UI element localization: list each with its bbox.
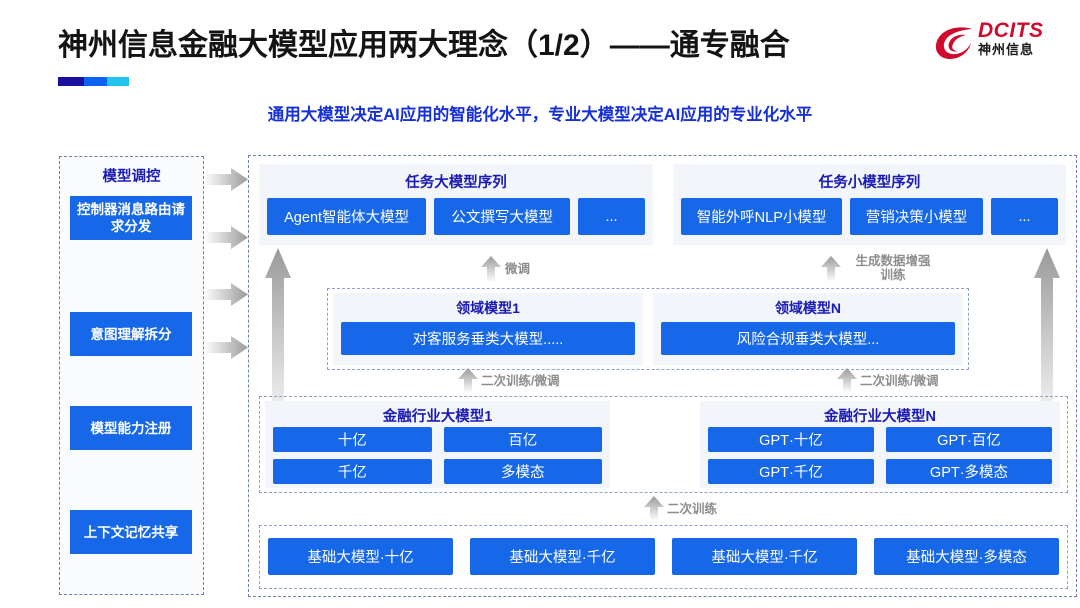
control-column-panel: 模型调控 控制器消息路由请求分发 意图理解拆分 模型能力注册 上下文记忆共享 — [59, 156, 204, 595]
domain-model-n-box[interactable]: 风险合规垂类大模型... — [661, 322, 955, 355]
industry-model-1-title: 金融行业大模型1 — [382, 409, 493, 425]
base-model-boxes: 基础大模型·十亿 基础大模型·千亿 基础大模型·千亿 基础大模型·多模态 — [268, 538, 1059, 575]
flow-arrow-right-1 — [204, 168, 248, 191]
page-header: 神州信息金融大模型应用两大理念（1/2）——通专融合 通用大模型决定AI应用的智… — [0, 0, 1080, 140]
domain-model-1-title: 领域模型1 — [456, 300, 520, 316]
flow-arrow-right-2 — [204, 226, 248, 249]
industry-model-n-box-1[interactable]: GPT·十亿 — [708, 427, 874, 452]
flow-arrow-right-3 — [204, 283, 248, 306]
base-model-box-2[interactable]: 基础大模型·千亿 — [470, 538, 655, 575]
arrow-label-data-augment: 生成数据增强 训练 — [845, 254, 941, 282]
page-title: 神州信息金融大模型应用两大理念（1/2）——通专融合 — [58, 29, 790, 62]
title-rule-segment-3 — [107, 77, 129, 86]
logo-cn-label: 神州信息 — [978, 42, 1035, 57]
flow-arrow-up-left-long — [265, 248, 291, 438]
industry-model-n-card: 金融行业大模型N GPT·十亿 GPT·百亿 GPT·千亿 GPT·多模态 — [700, 401, 1060, 488]
industry-model-1-box-4[interactable]: 多模态 — [443, 459, 602, 484]
domain-model-n-title: 领域模型N — [774, 300, 842, 316]
task-large-model-items: Agent智能体大模型 公文撰写大模型 ... — [267, 198, 645, 235]
industry-model-1-box-3[interactable]: 千亿 — [273, 459, 432, 484]
task-large-model-sequence-title: 任务大模型序列 — [405, 175, 507, 191]
domain-model-panel: 领域模型1 对客服务垂类大模型..... 领域模型N 风险合规垂类大模型... — [327, 288, 969, 370]
flow-arrow-up-retrain-right — [837, 368, 857, 393]
industry-model-1-box-1[interactable]: 十亿 — [273, 427, 432, 452]
model-chip-outbound-nlp[interactable]: 智能外呼NLP小模型 — [681, 198, 843, 235]
arrow-label-retrain-finetune-left: 二次训练/微调 — [481, 374, 560, 388]
arrow-label-finetune: 微调 — [505, 262, 531, 276]
industry-model-n-box-4[interactable]: GPT·多模态 — [886, 459, 1052, 484]
architecture-diagram: 模型调控 控制器消息路由请求分发 意图理解拆分 模型能力注册 上下文记忆共享 任… — [0, 140, 1080, 608]
model-stack-panel: 任务大模型序列 Agent智能体大模型 公文撰写大模型 ... 任务小模型序列 … — [248, 155, 1077, 597]
logo-en-label: DCITS — [978, 19, 1044, 42]
model-chip-more-left[interactable]: ... — [578, 198, 645, 235]
industry-model-n-boxes: GPT·十亿 GPT·百亿 GPT·千亿 GPT·多模态 — [708, 427, 1052, 484]
industry-model-n-box-2[interactable]: GPT·百亿 — [886, 427, 1052, 452]
domain-model-1-box[interactable]: 对客服务垂类大模型..... — [341, 322, 635, 355]
control-item-router[interactable]: 控制器消息路由请求分发 — [70, 196, 192, 240]
model-chip-marketing-decision[interactable]: 营销决策小模型 — [850, 198, 983, 235]
industry-model-1-boxes: 十亿 百亿 千亿 多模态 — [273, 427, 602, 484]
domain-model-n-card: 领域模型N 风险合规垂类大模型... — [653, 293, 963, 365]
model-chip-agent[interactable]: Agent智能体大模型 — [267, 198, 427, 235]
arrow-label-retrain-finetune-right: 二次训练/微调 — [860, 374, 939, 388]
domain-model-1-card: 领域模型1 对客服务垂类大模型..... — [333, 293, 643, 365]
title-accent-rule — [58, 77, 129, 86]
arrow-label-data-augment-line2: 训练 — [880, 268, 906, 282]
flow-arrow-up-right-long — [1034, 248, 1060, 438]
control-item-intent[interactable]: 意图理解拆分 — [70, 312, 192, 356]
task-large-model-sequence: 任务大模型序列 Agent智能体大模型 公文撰写大模型 ... — [259, 164, 653, 245]
company-logo: DCITS 神州信息 — [934, 20, 1062, 70]
base-model-box-3[interactable]: 基础大模型·千亿 — [672, 538, 857, 575]
model-chip-more-right[interactable]: ... — [991, 198, 1058, 235]
page-subtitle: 通用大模型决定AI应用的智能化水平，专业大模型决定AI应用的专业化水平 — [267, 106, 813, 124]
control-item-context[interactable]: 上下文记忆共享 — [70, 510, 192, 554]
task-small-model-sequence-title: 任务小模型序列 — [818, 175, 921, 191]
flow-arrow-up-retrain-left — [458, 368, 478, 393]
dcits-swirl-icon — [935, 27, 972, 59]
control-column-title: 模型调控 — [102, 169, 161, 185]
flow-arrow-right-4 — [204, 336, 248, 359]
industry-model-panel: 金融行业大模型1 十亿 百亿 千亿 多模态 金融行业大模型N GPT·十亿 GP… — [259, 396, 1068, 493]
industry-model-n-title: 金融行业大模型N — [824, 409, 936, 425]
industry-model-1-card: 金融行业大模型1 十亿 百亿 千亿 多模态 — [265, 401, 610, 488]
base-model-panel: 基础大模型·十亿 基础大模型·千亿 基础大模型·千亿 基础大模型·多模态 — [259, 525, 1068, 589]
industry-model-n-box-3[interactable]: GPT·千亿 — [708, 459, 874, 484]
title-rule-segment-2 — [84, 77, 107, 86]
flow-arrow-up-data-augment — [821, 256, 841, 282]
task-small-model-items: 智能外呼NLP小模型 营销决策小模型 ... — [681, 198, 1058, 235]
task-small-model-sequence: 任务小模型序列 智能外呼NLP小模型 营销决策小模型 ... — [673, 164, 1066, 245]
base-model-box-1[interactable]: 基础大模型·十亿 — [268, 538, 453, 575]
industry-model-1-box-2[interactable]: 百亿 — [443, 427, 602, 452]
control-item-registry[interactable]: 模型能力注册 — [70, 406, 192, 450]
arrow-label-data-augment-line1: 生成数据增强 — [855, 254, 931, 268]
title-rule-segment-1 — [58, 77, 84, 86]
logo-text: DCITS 神州信息 — [978, 20, 1062, 58]
flow-arrow-up-finetune — [481, 256, 501, 282]
base-model-box-4[interactable]: 基础大模型·多模态 — [874, 538, 1059, 575]
model-chip-document-writing[interactable]: 公文撰写大模型 — [434, 198, 570, 235]
arrow-label-retrain: 二次训练 — [667, 502, 718, 516]
flow-arrow-up-retrain-base — [644, 496, 664, 521]
